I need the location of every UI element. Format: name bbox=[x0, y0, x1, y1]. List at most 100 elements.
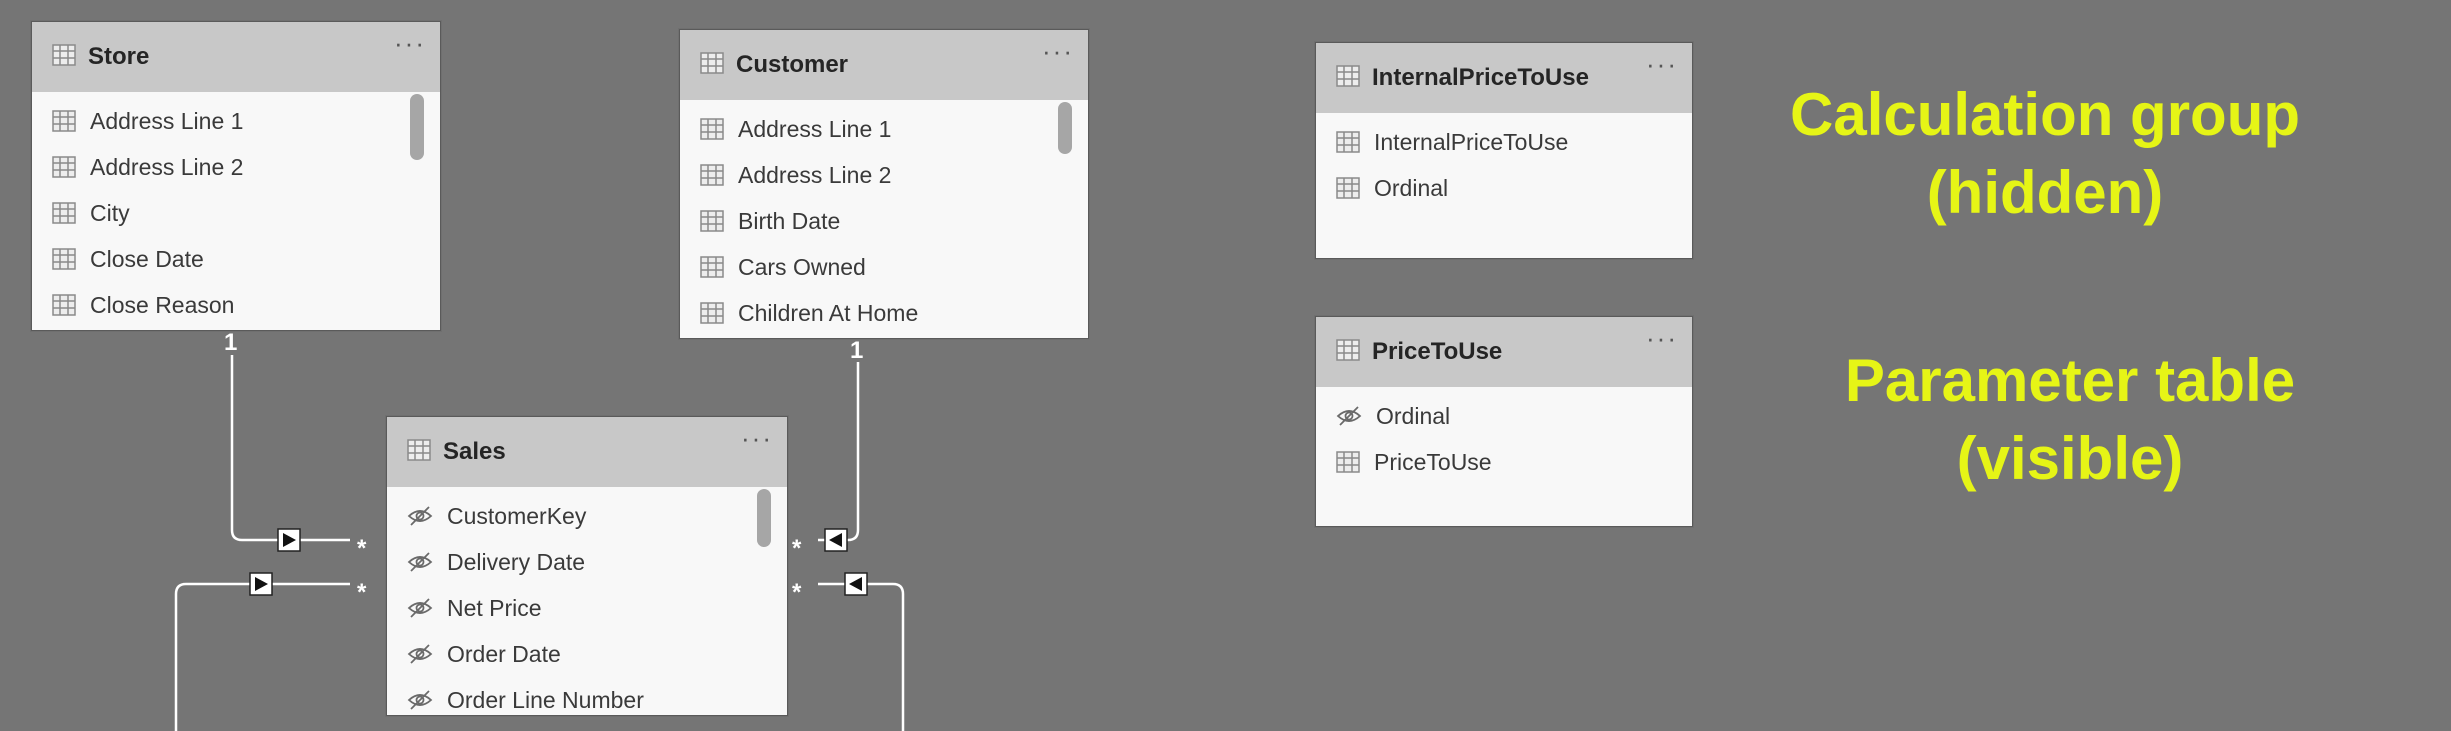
customer-table-header[interactable]: Customer ··· bbox=[680, 30, 1088, 100]
column-icon bbox=[700, 302, 724, 324]
field-label: Children At Home bbox=[738, 299, 919, 326]
left-lower-line bbox=[174, 582, 350, 731]
table-icon bbox=[52, 43, 76, 71]
store-table-card[interactable]: Store ··· Address Line 1 Address Line 2 … bbox=[31, 21, 441, 331]
field-row[interactable]: Delivery Date bbox=[387, 539, 787, 585]
cardinality-one-customer: 1 bbox=[850, 337, 863, 364]
field-label: Ordinal bbox=[1374, 174, 1449, 201]
table-icon bbox=[700, 51, 724, 79]
column-icon bbox=[1336, 131, 1360, 153]
price-to-use-table-card[interactable]: PriceToUse ··· Ordinal PriceToUse bbox=[1315, 316, 1693, 527]
sales-table-title: Sales bbox=[443, 438, 506, 465]
customer-field-list: Address Line 1 Address Line 2 Birth Date… bbox=[680, 100, 1088, 336]
field-row[interactable]: Net Price bbox=[387, 585, 787, 631]
scrollbar[interactable] bbox=[757, 489, 771, 547]
field-row[interactable]: Children At Home bbox=[680, 290, 1088, 336]
price-to-use-table-title: PriceToUse bbox=[1372, 338, 1503, 365]
column-icon bbox=[1336, 177, 1360, 199]
field-row[interactable]: Address Line 2 bbox=[32, 144, 440, 190]
store-sales-line bbox=[230, 355, 350, 542]
cardinality-many-left: * bbox=[357, 579, 367, 606]
column-icon bbox=[700, 210, 724, 232]
column-icon bbox=[52, 156, 76, 178]
field-row[interactable]: Close Date bbox=[32, 236, 440, 282]
field-row[interactable]: Address Line 2 bbox=[680, 152, 1088, 198]
internal-price-to-use-field-list: InternalPriceToUse Ordinal bbox=[1316, 113, 1692, 211]
field-row[interactable]: Address Line 1 bbox=[32, 98, 440, 144]
table-icon bbox=[1336, 64, 1360, 92]
scrollbar[interactable] bbox=[1058, 102, 1072, 154]
hidden-eye-icon bbox=[407, 643, 433, 665]
hidden-eye-icon bbox=[407, 505, 433, 527]
more-options-button[interactable]: ··· bbox=[394, 28, 426, 58]
field-row[interactable]: Ordinal bbox=[1316, 393, 1692, 439]
column-icon bbox=[52, 110, 76, 132]
internal-price-to-use-table-card[interactable]: InternalPriceToUse ··· InternalPriceToUs… bbox=[1315, 42, 1693, 259]
calculation-group-annotation: Calculation group (hidden) bbox=[1790, 81, 2300, 226]
field-label: City bbox=[90, 199, 130, 226]
field-label: Order Line Number bbox=[447, 686, 644, 713]
customer-sales-line bbox=[818, 362, 860, 542]
scrollbar[interactable] bbox=[410, 94, 424, 160]
parameter-table-annotation: Parameter table (visible) bbox=[1844, 347, 2296, 492]
store-field-list: Address Line 1 Address Line 2 City Close… bbox=[32, 92, 440, 328]
internal-price-to-use-table-header[interactable]: InternalPriceToUse ··· bbox=[1316, 43, 1692, 113]
field-label: Birth Date bbox=[738, 207, 841, 234]
sales-table-header[interactable]: Sales ··· bbox=[387, 417, 787, 487]
field-label: Delivery Date bbox=[447, 548, 586, 575]
column-icon bbox=[700, 118, 724, 140]
field-row[interactable]: PriceToUse bbox=[1316, 439, 1692, 485]
field-label: Cars Owned bbox=[738, 253, 866, 280]
arrow-customer-sales bbox=[824, 528, 848, 552]
column-icon bbox=[52, 202, 76, 224]
field-label: Net Price bbox=[447, 594, 542, 621]
column-icon bbox=[1336, 451, 1360, 473]
field-label: Address Line 1 bbox=[738, 115, 892, 142]
field-label: PriceToUse bbox=[1374, 448, 1492, 475]
cardinality-one-store: 1 bbox=[224, 329, 237, 356]
field-label: Ordinal bbox=[1376, 402, 1451, 429]
field-row[interactable]: Ordinal bbox=[1316, 165, 1692, 211]
more-options-button[interactable]: ··· bbox=[1646, 49, 1678, 79]
field-row[interactable]: City bbox=[32, 190, 440, 236]
field-row[interactable]: Birth Date bbox=[680, 198, 1088, 244]
column-icon bbox=[52, 248, 76, 270]
field-label: Address Line 2 bbox=[738, 161, 892, 188]
field-row[interactable]: Cars Owned bbox=[680, 244, 1088, 290]
field-label: InternalPriceToUse bbox=[1374, 128, 1569, 155]
field-row[interactable]: InternalPriceToUse bbox=[1316, 119, 1692, 165]
cardinality-many-store: * bbox=[357, 535, 367, 562]
field-label: Address Line 1 bbox=[90, 107, 244, 134]
more-options-button[interactable]: ··· bbox=[1042, 36, 1074, 66]
more-options-button[interactable]: ··· bbox=[741, 423, 773, 453]
field-label: Close Date bbox=[90, 245, 204, 272]
sales-field-list: CustomerKey Delivery Date Net Price Orde… bbox=[387, 487, 787, 715]
customer-table-card[interactable]: Customer ··· Address Line 1 Address Line… bbox=[679, 29, 1089, 339]
sales-table-card[interactable]: Sales ··· CustomerKey Delivery Date Net … bbox=[386, 416, 788, 716]
arrow-store-sales bbox=[277, 528, 301, 552]
hidden-eye-icon bbox=[407, 597, 433, 619]
right-lower-line bbox=[818, 582, 905, 731]
store-table-header[interactable]: Store ··· bbox=[32, 22, 440, 92]
price-to-use-table-header[interactable]: PriceToUse ··· bbox=[1316, 317, 1692, 387]
arrow-right-lower bbox=[844, 572, 868, 596]
table-icon bbox=[1336, 338, 1360, 366]
field-row[interactable]: CustomerKey bbox=[387, 493, 787, 539]
field-label: CustomerKey bbox=[447, 502, 587, 529]
field-row[interactable]: Address Line 1 bbox=[680, 106, 1088, 152]
customer-table-title: Customer bbox=[736, 51, 849, 78]
field-row[interactable]: Close Reason bbox=[32, 282, 440, 328]
column-icon bbox=[700, 164, 724, 186]
table-icon bbox=[407, 438, 431, 466]
hidden-eye-icon bbox=[407, 689, 433, 711]
field-row[interactable]: Order Date bbox=[387, 631, 787, 677]
field-label: Close Reason bbox=[90, 291, 235, 318]
arrow-left-lower bbox=[249, 572, 273, 596]
field-label: Order Date bbox=[447, 640, 561, 667]
field-row[interactable]: Order Line Number bbox=[387, 677, 787, 715]
column-icon bbox=[52, 294, 76, 316]
hidden-eye-icon bbox=[407, 551, 433, 573]
store-table-title: Store bbox=[88, 43, 150, 70]
more-options-button[interactable]: ··· bbox=[1646, 323, 1678, 353]
price-to-use-field-list: Ordinal PriceToUse bbox=[1316, 387, 1692, 485]
